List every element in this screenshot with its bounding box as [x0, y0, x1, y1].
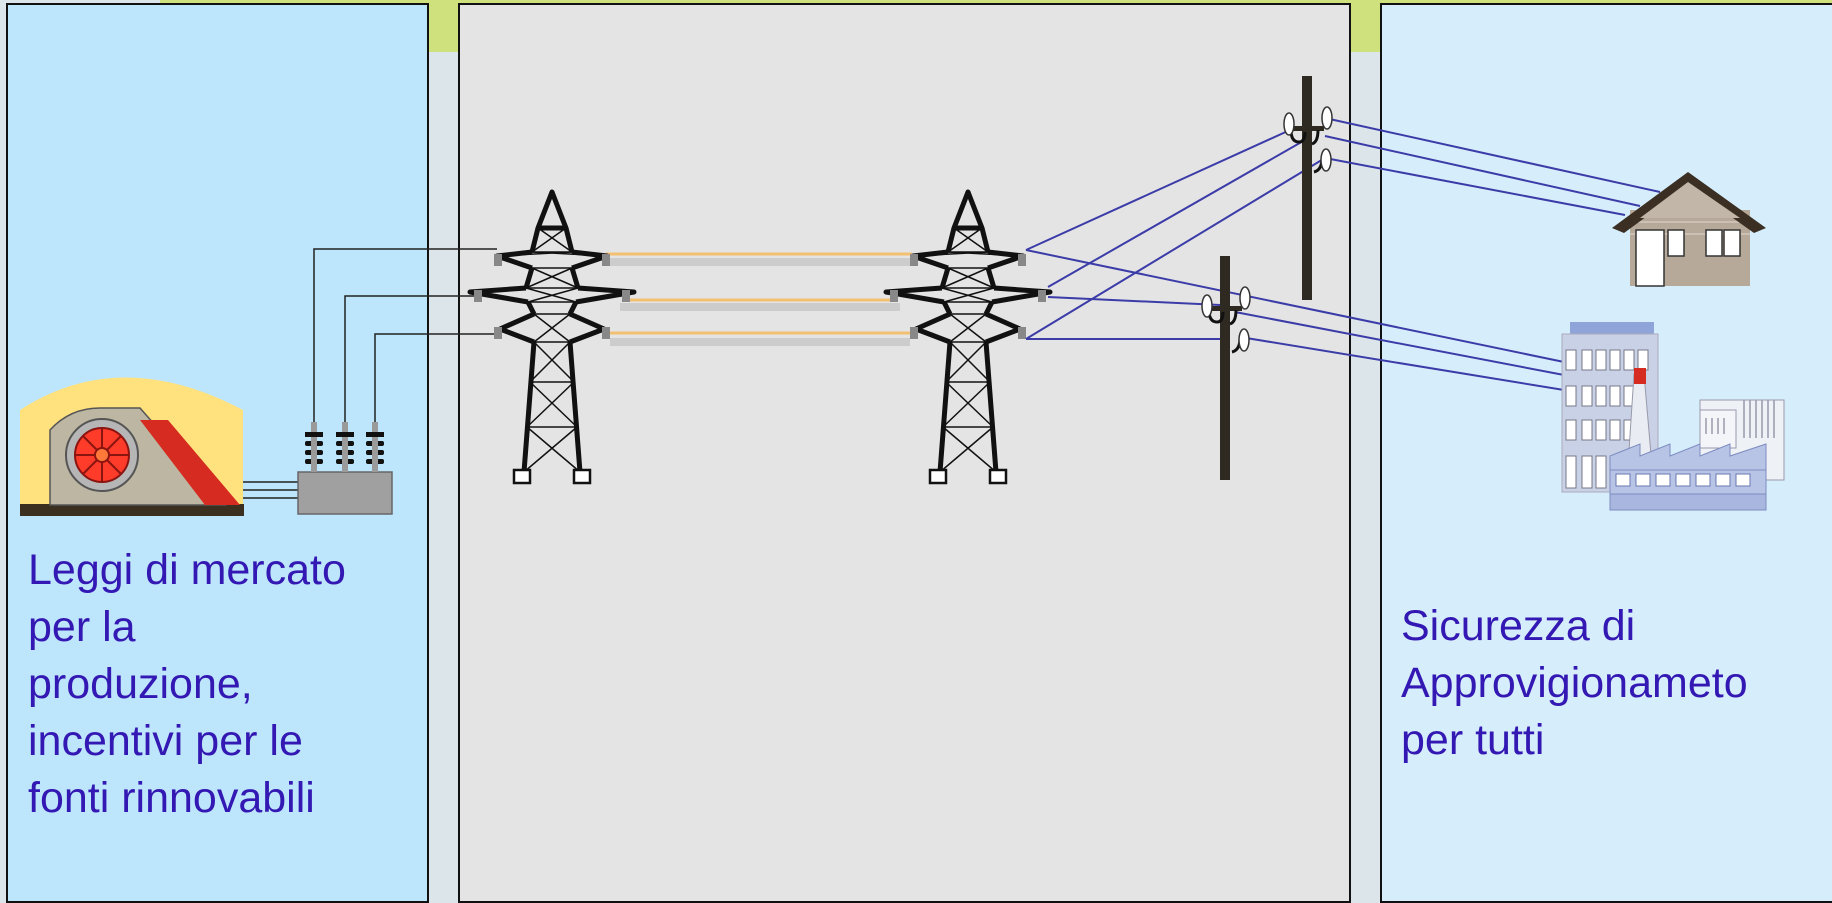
utility-pole-icon: [1283, 76, 1333, 300]
transmission-tower-icon: [886, 192, 1050, 483]
caption-line: incentivi per le: [28, 717, 303, 765]
caption-line: Sicurezza di: [1401, 602, 1636, 650]
caption-line: per tutti: [1401, 716, 1545, 764]
hv-conductors: [606, 252, 912, 335]
caption-line: per la: [28, 603, 136, 651]
caption-line: fonti rinnovabili: [28, 774, 315, 822]
hv-conductor-shadows: [610, 258, 910, 346]
utility-pole-icon: [1201, 256, 1251, 480]
distribution-lines: [1025, 117, 1661, 391]
caption-line: Approvigionameto: [1401, 659, 1748, 707]
transformer-icon: [297, 422, 393, 515]
caption-line: produzione,: [28, 660, 253, 708]
hydro-turbine-icon: [20, 377, 244, 516]
factory-icon: [1609, 368, 1785, 511]
transmission-tower-icon: [470, 192, 634, 483]
supply-security-caption: Sicurezza di Approvigionameto per tutti: [1401, 598, 1831, 769]
transformer-feed-lines: [313, 248, 497, 422]
caption-line: Leggi di mercato: [28, 546, 346, 594]
generation-caption: Leggi di mercato per la produzione, ince…: [28, 542, 428, 827]
generator-feed-lines: [243, 481, 300, 499]
house-icon: [1612, 172, 1766, 287]
